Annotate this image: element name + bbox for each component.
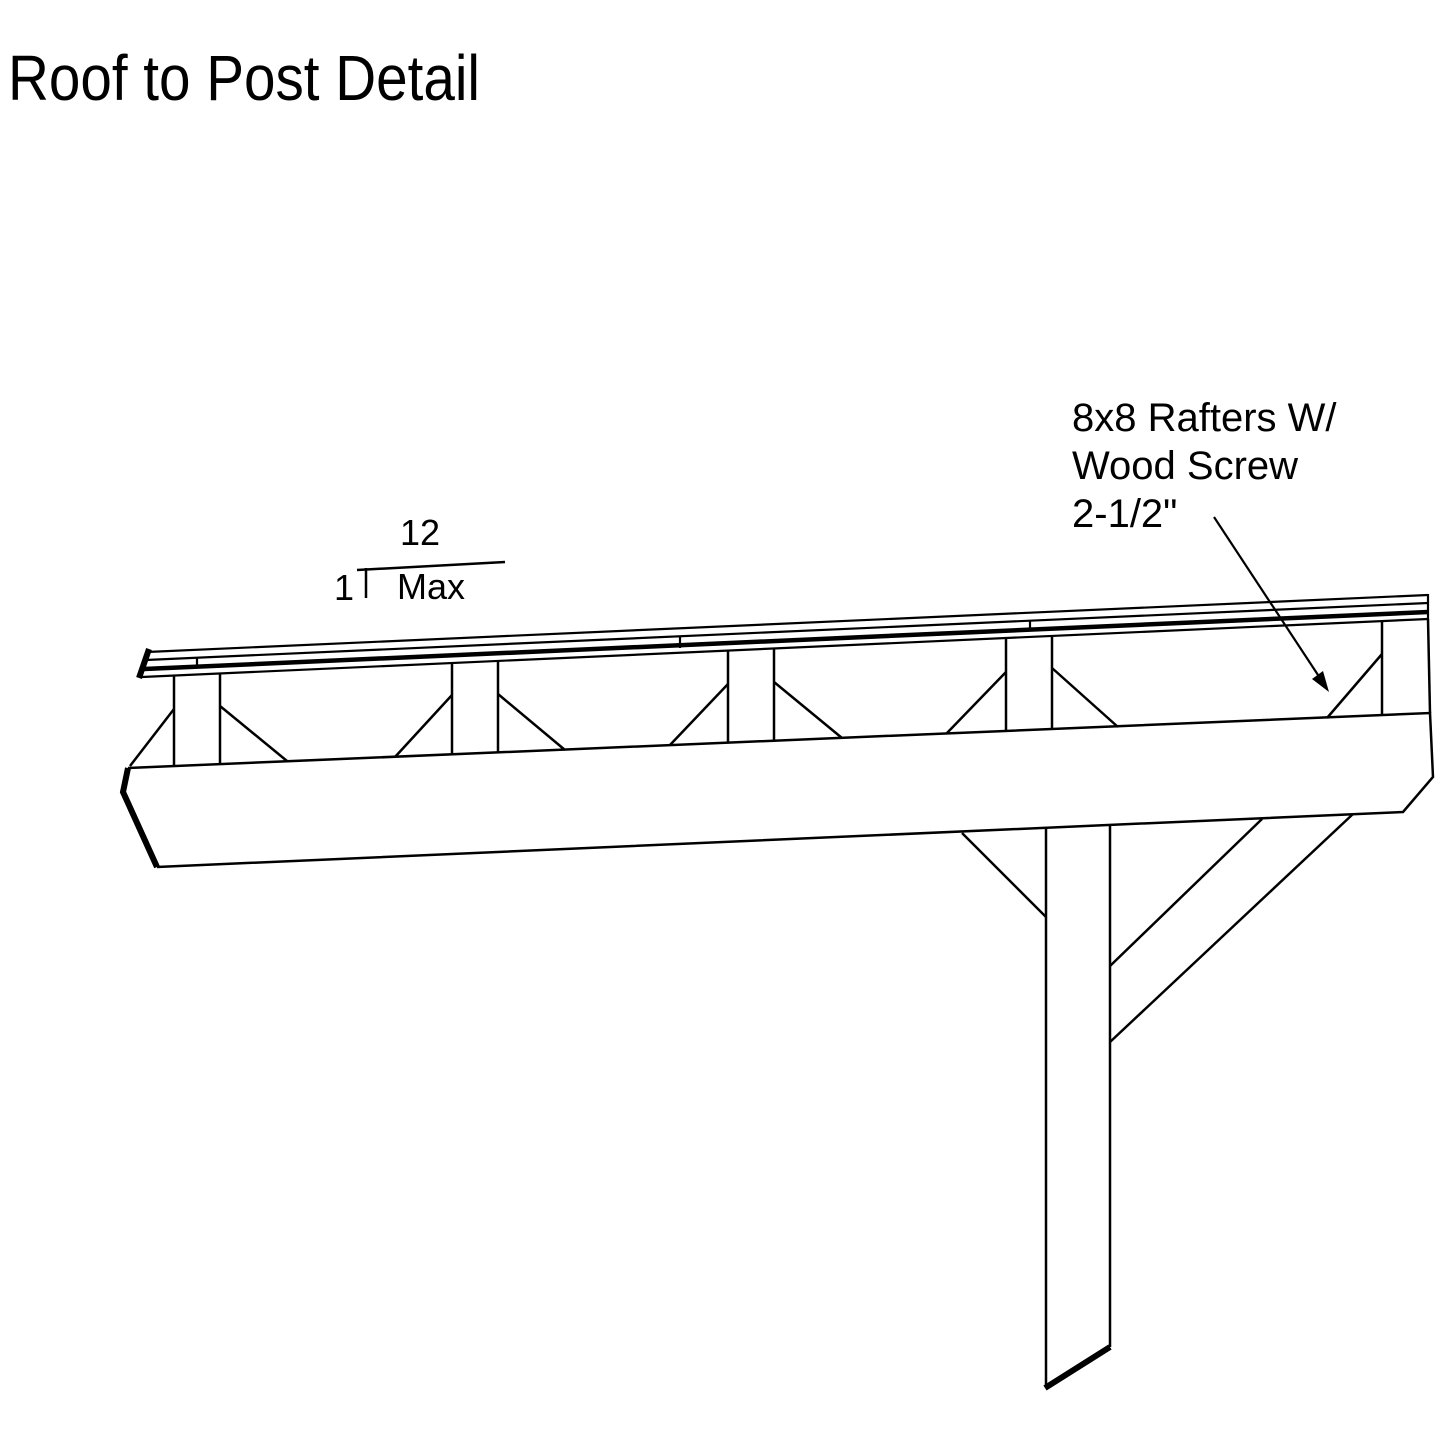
leader-arrow (1213, 516, 1329, 692)
post-left-brace (961, 832, 1047, 918)
callout-line-1: 8x8 Rafters W/ (1072, 396, 1337, 440)
rafter-5 (1380, 618, 1432, 715)
diagonal-brace (219, 705, 288, 762)
slope-run-line (356, 560, 506, 572)
rafter-3 (726, 648, 776, 743)
post-bottom-cut (1043, 1344, 1112, 1391)
brace-edge (961, 832, 1047, 918)
leader-line (1213, 516, 1321, 679)
brace-edge (1109, 813, 1354, 1043)
diagonal-brace (497, 693, 566, 751)
rafter-callout: 8x8 Rafters W/ Wood Screw 2-1/2" (1072, 396, 1337, 536)
rafter-4 (1004, 636, 1054, 731)
web-diagonals (129, 653, 1383, 767)
deck-left-end-cut (136, 648, 152, 679)
brace-edge (1109, 818, 1263, 967)
page-title: Roof to Post Detail (8, 42, 480, 114)
callout-line-3: 2-1/2" (1072, 492, 1177, 536)
slope-rise-label: 12 (400, 512, 440, 553)
fascia-beam (119, 711, 1435, 869)
slope-max-label: Max (397, 566, 465, 607)
slope-run-label: 1 (334, 567, 354, 608)
diagonal-brace (1051, 667, 1119, 728)
diagonal-brace (129, 708, 175, 767)
rafter-edge (1426, 618, 1432, 714)
diagonal-brace (1326, 653, 1383, 719)
diagonal-brace (394, 694, 453, 758)
diagonal-brace (946, 671, 1007, 734)
roof-deck (136, 593, 1430, 679)
diagonal-brace (773, 681, 843, 739)
rafters (172, 618, 1432, 766)
arrowhead (1312, 671, 1329, 692)
rafter-2 (450, 660, 500, 754)
deck-top-line (146, 593, 1429, 654)
deck-mid-line (145, 601, 1429, 662)
slope-indicator: 12 1 Max (334, 512, 506, 608)
deck-dark-band (143, 609, 1429, 672)
beam-left-end-cut (119, 767, 160, 869)
diagonal-brace (669, 683, 729, 746)
post (1043, 826, 1112, 1391)
knee-brace (1109, 813, 1354, 1043)
rafter-1 (172, 673, 222, 766)
callout-line-2: Wood Screw (1072, 444, 1298, 488)
beam-outline (127, 711, 1435, 869)
deck-bottom-line (141, 617, 1429, 679)
